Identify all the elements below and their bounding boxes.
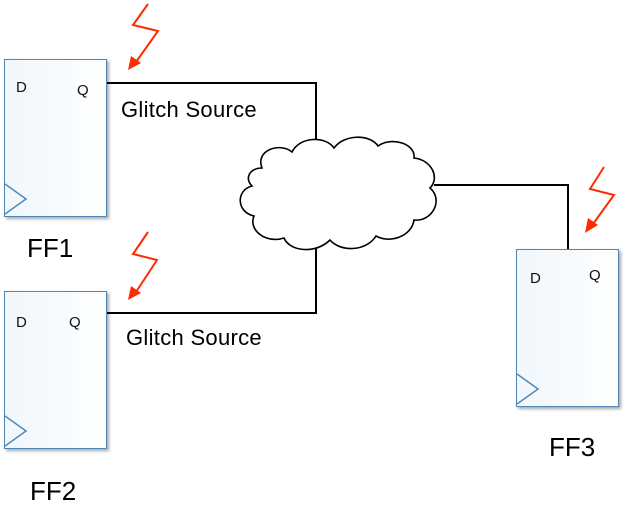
wires: [107, 82, 569, 314]
ff3-q-pin-label: Q: [589, 267, 601, 284]
glitch-source-label-1: Glitch Source: [121, 97, 257, 122]
ff1-q-pin-label: Q: [77, 82, 89, 99]
ff1-label: FF1: [27, 233, 74, 263]
glitch-source-label-2: Glitch Source: [126, 325, 262, 350]
wire-ff2-to-logic: [107, 245, 317, 314]
wire-ff1-to-logic: [107, 82, 317, 150]
flipflop-ff2: D Q: [4, 291, 107, 449]
flipflop-ff3: D Q: [516, 249, 619, 407]
ff3-d-pin-label: D: [530, 270, 541, 287]
clock-triangle-icon: [517, 373, 540, 405]
ff2-label: FF2: [30, 476, 77, 506]
ff2-q-pin-label: Q: [69, 314, 81, 331]
cloud-logic-icon: [239, 136, 437, 251]
lightning-bolt-icon: [585, 166, 616, 233]
clock-triangle-icon: [5, 183, 28, 215]
clock-triangle-icon: [5, 415, 28, 447]
flipflop-ff1: D Q: [4, 59, 107, 217]
ff1-d-pin-label: D: [16, 79, 27, 96]
ff2-d-pin-label: D: [16, 314, 27, 331]
lightning-bolts: [128, 3, 616, 300]
lightning-bolt-icon: [128, 231, 159, 300]
wire-logic-to-ff3: [434, 184, 569, 249]
ff3-label: FF3: [549, 432, 596, 462]
lightning-bolt-icon: [128, 3, 160, 70]
